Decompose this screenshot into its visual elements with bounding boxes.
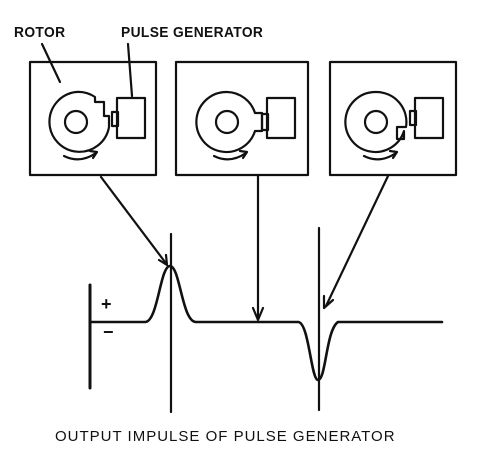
connector-arrow-3 (324, 174, 390, 308)
rotation-arrow-3 (362, 151, 398, 161)
output-waveform (88, 264, 444, 382)
panel-3 (328, 60, 458, 177)
diagram-caption: OUTPUT IMPULSE OF PULSE GENERATOR (55, 428, 396, 445)
plus-sign: + (101, 294, 112, 314)
panel-2 (174, 60, 310, 177)
rotation-arrow-1 (62, 151, 98, 161)
pulse-generator-3 (408, 96, 445, 140)
rotor-1 (48, 90, 111, 153)
minus-sign: − (103, 322, 114, 342)
pulse-generator-label: PULSE GENERATOR (121, 24, 264, 41)
rotor-2 (195, 90, 264, 154)
pulse-generator-leader-line (126, 42, 134, 98)
rotation-arrow-2 (212, 151, 248, 161)
rotor-label: ROTOR (14, 24, 66, 41)
pulse-generator-2 (260, 96, 297, 140)
pulse-generator-1 (110, 96, 147, 140)
rotor-3 (344, 90, 408, 154)
panel-1 (28, 60, 158, 177)
connector-arrow-1 (99, 175, 167, 264)
